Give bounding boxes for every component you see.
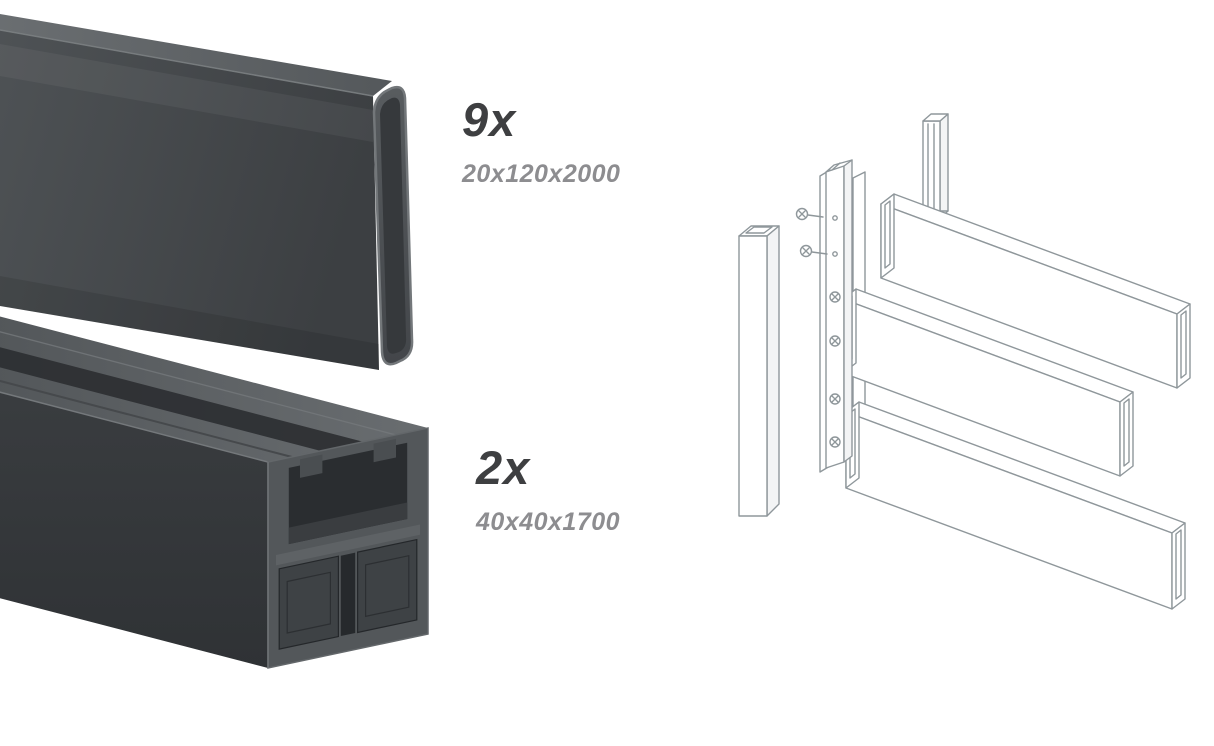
loose-screw-icon bbox=[799, 244, 828, 258]
post-quantity-label: 2x bbox=[476, 441, 531, 494]
slat-1-outline bbox=[880, 193, 1191, 389]
board-quantity-label: 9x bbox=[462, 93, 517, 146]
assembly-wireframe bbox=[738, 113, 1191, 610]
post-dimensions-label: 40x40x1700 bbox=[476, 507, 621, 536]
screw-hole bbox=[832, 251, 838, 257]
loose-screw-icon bbox=[795, 207, 824, 221]
post-cross-section bbox=[268, 428, 428, 668]
slat-2-outline bbox=[842, 288, 1134, 477]
top-channel-piece bbox=[922, 113, 949, 219]
cover-profile-outline bbox=[738, 225, 780, 517]
screw-hole bbox=[832, 215, 838, 221]
slat-3-outline bbox=[845, 401, 1186, 610]
board-dimensions-label: 20x120x2000 bbox=[462, 159, 621, 188]
post-profile-render bbox=[0, 316, 428, 668]
post-label-block: 2x 40x40x1700 bbox=[476, 444, 620, 537]
mounting-post-outline bbox=[819, 159, 853, 473]
seated-screw-icons bbox=[829, 291, 841, 448]
board-profile-render bbox=[0, 14, 414, 370]
board-label-block: 9x 20x120x2000 bbox=[462, 96, 620, 189]
